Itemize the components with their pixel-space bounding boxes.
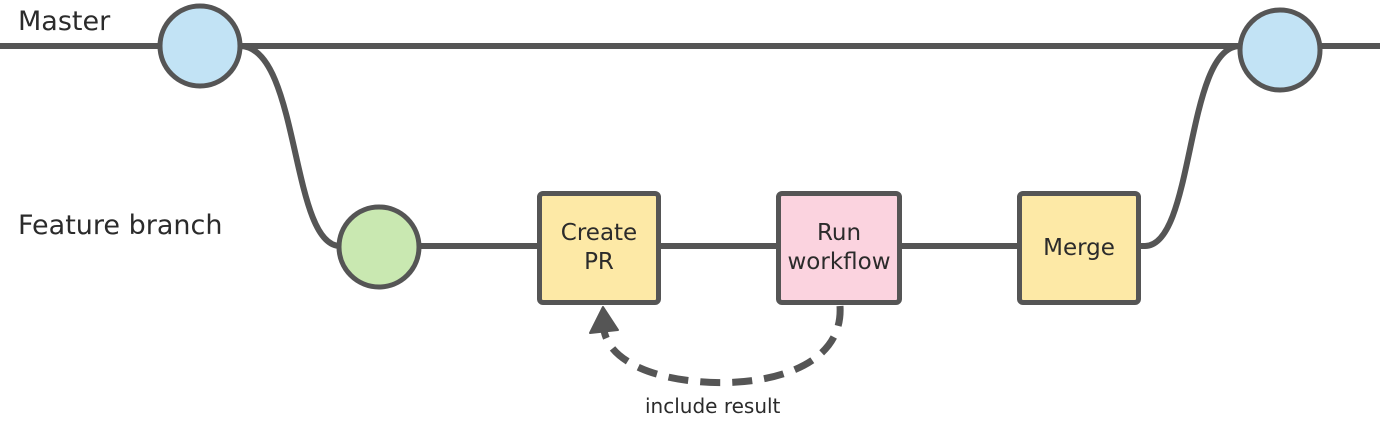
merge-label: Merge — [1043, 234, 1115, 261]
master-lane-label: Master — [18, 6, 111, 37]
run-workflow-step: Run workflow — [776, 191, 902, 305]
run-workflow-label-line-1: Run — [816, 220, 862, 247]
include-result-arrow — [599, 305, 844, 387]
feature-lane-label: Feature branch — [18, 210, 223, 241]
create-pr-label-line-2: PR — [584, 249, 614, 275]
create-pr-label-line-1: Create — [560, 220, 638, 247]
master-start-commit — [157, 3, 243, 89]
run-workflow-label-line-2: workflow — [787, 249, 891, 275]
merge-step: Merge — [1017, 191, 1141, 305]
feature-commit — [336, 204, 422, 290]
master-end-commit — [1237, 7, 1323, 93]
include-result-arrowhead — [589, 306, 619, 334]
branch-off-curve — [237, 43, 343, 249]
merge-back-curve — [1142, 43, 1243, 249]
create-pr-step: Create PR — [537, 191, 661, 305]
include-result-label: include result — [645, 394, 781, 418]
